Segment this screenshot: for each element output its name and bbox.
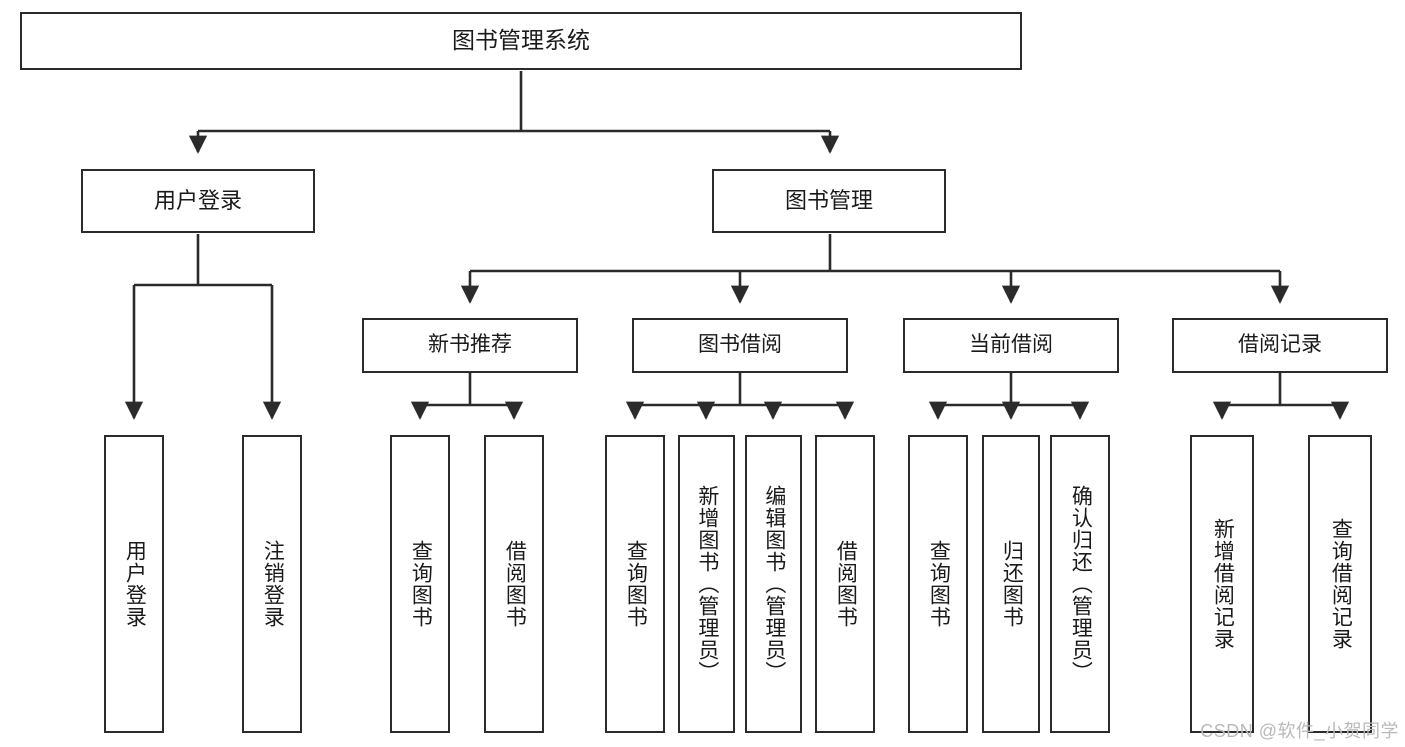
node-root[interactable]: 图书管理系统 [20,12,1022,70]
node-leaf-query-record-label: 查询借阅记录 [1329,518,1353,650]
node-leaf-edit-book-label: 编辑图书（管理员） [762,485,786,683]
node-leaf-borrow-book-2-label: 借阅图书 [834,540,858,628]
node-leaf-confirm-return-label: 确认归还（管理员） [1069,485,1093,683]
csdn-watermark: CSDN @软件_小贺同学 [1200,721,1399,741]
node-new-book-recommend-label: 新书推荐 [428,333,512,357]
node-book-management[interactable]: 图书管理 [712,169,946,233]
node-book-borrow[interactable]: 图书借阅 [632,318,848,373]
node-leaf-borrow-book-1-label: 借阅图书 [503,540,527,628]
node-root-label: 图书管理系统 [452,27,590,54]
node-user-login[interactable]: 用户登录 [81,169,315,233]
node-borrow-record[interactable]: 借阅记录 [1172,318,1388,373]
node-leaf-user-login-label: 用户登录 [123,540,147,628]
node-leaf-add-book-label: 新增图书（管理员） [695,485,719,683]
node-leaf-logout-login-label: 注销登录 [261,540,285,628]
node-book-management-label: 图书管理 [784,188,873,214]
node-leaf-borrow-book-1[interactable]: 借阅图书 [484,435,544,733]
node-leaf-add-book[interactable]: 新增图书（管理员） [678,435,735,733]
node-leaf-query-record[interactable]: 查询借阅记录 [1308,435,1372,733]
node-leaf-return-book[interactable]: 归还图书 [982,435,1040,733]
node-leaf-user-login[interactable]: 用户登录 [104,435,164,733]
node-leaf-confirm-return[interactable]: 确认归还（管理员） [1050,435,1110,733]
node-book-borrow-label: 图书借阅 [698,333,782,357]
node-current-borrow-label: 当前借阅 [969,333,1053,357]
node-leaf-borrow-book-2[interactable]: 借阅图书 [815,435,875,733]
node-leaf-edit-book[interactable]: 编辑图书（管理员） [745,435,802,733]
node-leaf-query-book-2[interactable]: 查询图书 [605,435,665,733]
node-leaf-add-record[interactable]: 新增借阅记录 [1190,435,1254,733]
node-new-book-recommend[interactable]: 新书推荐 [362,318,578,373]
node-current-borrow[interactable]: 当前借阅 [903,318,1119,373]
node-leaf-query-book-2-label: 查询图书 [624,540,648,628]
node-leaf-logout-login[interactable]: 注销登录 [242,435,302,733]
node-leaf-query-book-3[interactable]: 查询图书 [908,435,968,733]
node-leaf-query-book-1-label: 查询图书 [409,540,433,628]
node-borrow-record-label: 借阅记录 [1238,333,1322,357]
node-leaf-return-book-label: 归还图书 [1000,540,1024,628]
node-user-login-label: 用户登录 [153,188,242,214]
node-leaf-query-book-3-label: 查询图书 [927,540,951,628]
node-leaf-query-book-1[interactable]: 查询图书 [390,435,450,733]
node-leaf-add-record-label: 新增借阅记录 [1211,518,1235,650]
